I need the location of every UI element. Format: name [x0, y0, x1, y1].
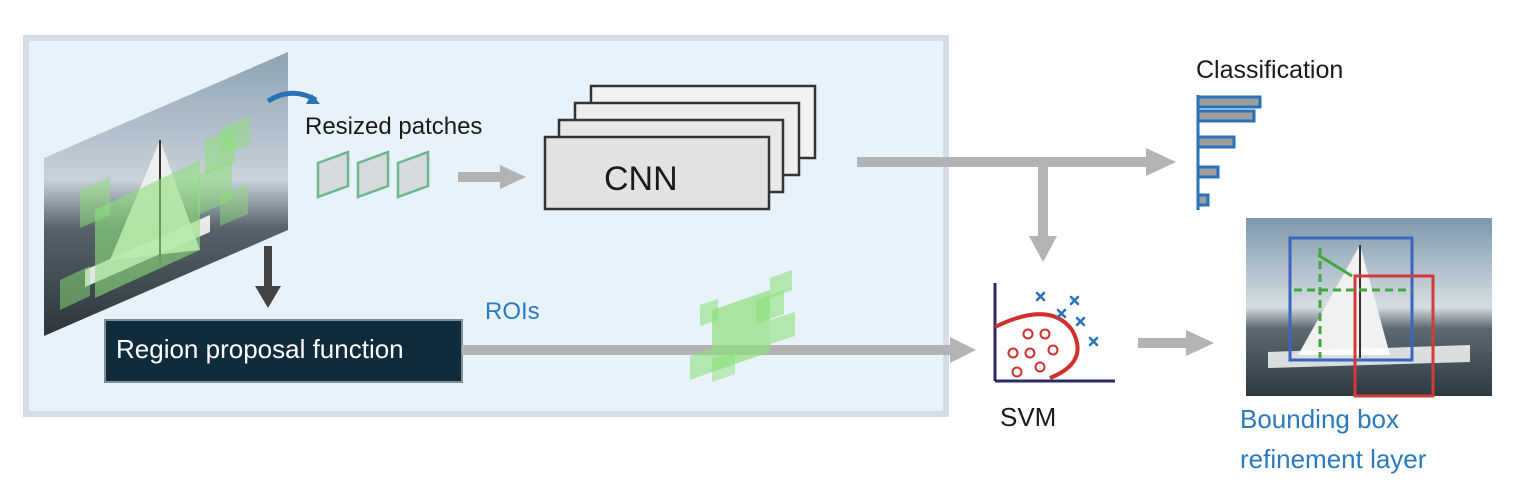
cnn-label: CNN: [604, 160, 678, 198]
resized-patches-label: Resized patches: [305, 113, 483, 140]
resized-patches-icons: [316, 150, 430, 199]
svm-label: SVM: [1000, 402, 1057, 432]
bbox-label-line1: Bounding box: [1240, 404, 1400, 434]
region-proposal-label: Region proposal function: [116, 334, 404, 364]
classification-bar-chart-icon: [1196, 95, 1262, 210]
classification-label: Classification: [1196, 56, 1344, 84]
bbox-label-line2: refinement layer: [1240, 444, 1427, 474]
roi-patches-icons: [690, 270, 795, 382]
svm-plot-icon: [993, 283, 1115, 383]
rois-label: ROIs: [485, 298, 540, 325]
cnn-stack: [543, 84, 817, 211]
output-image: [1246, 218, 1492, 398]
region-proposal-box: [104, 319, 463, 383]
input-image: [44, 52, 288, 336]
